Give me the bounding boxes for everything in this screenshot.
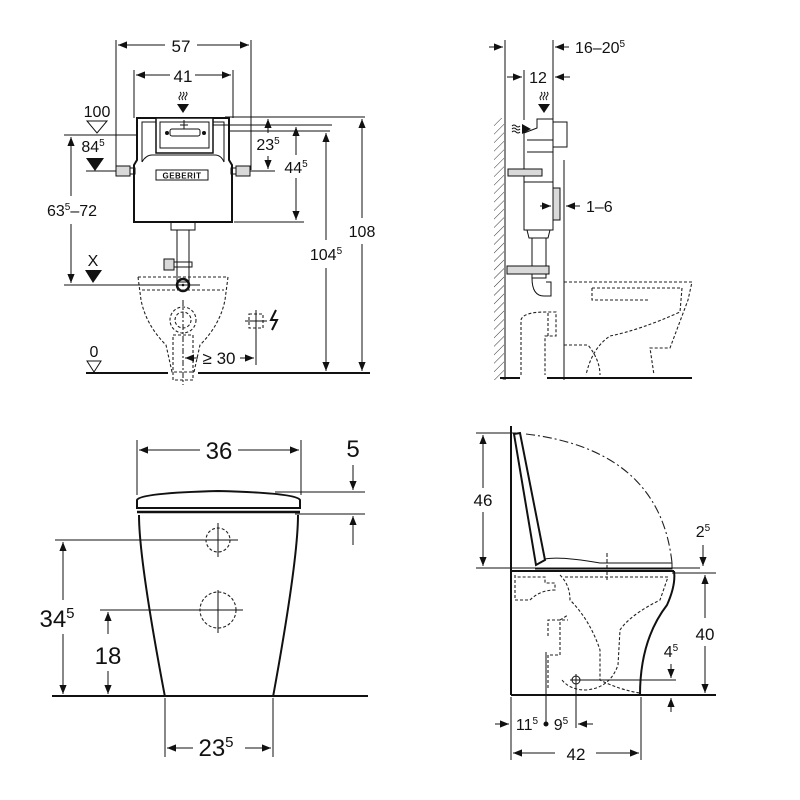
left-connector <box>115 165 136 177</box>
water-supply-icon <box>177 91 189 113</box>
dim-34-label: 345 <box>39 605 74 633</box>
level-100-label: 100 <box>84 104 111 121</box>
dim-2-label: 25 <box>696 523 711 541</box>
right-connector <box>230 165 251 177</box>
svg-text:GEBERIT: GEBERIT <box>162 172 201 181</box>
dim-16-20-label: 16–205 <box>575 39 626 57</box>
dim-44-label: 445 <box>284 159 308 177</box>
dim-1-6-label: 1–6 <box>586 199 613 216</box>
side-supply-icon <box>511 124 531 134</box>
dim-23-label: 235 <box>256 136 280 154</box>
dim-46-label: 46 <box>474 491 493 510</box>
dim-4-label: 45 <box>664 643 679 661</box>
wc-lid <box>136 489 301 509</box>
cistern-side-view: 16–205 12 1–6 <box>489 39 693 380</box>
dim-12-label: 12 <box>529 70 547 87</box>
dim-63-72-label: 635–72 <box>47 202 97 220</box>
geberit-brand-plate: GEBERIT <box>155 169 209 181</box>
dim-42-label: 42 <box>567 745 586 764</box>
flush-plate-logo <box>165 120 206 137</box>
dim-108-label: 108 <box>349 224 376 241</box>
dim-11-label: 115 <box>516 716 539 734</box>
dim-57-label: 57 <box>172 37 191 56</box>
level-x-label: X <box>88 253 99 270</box>
level-0-label: 0 <box>90 344 99 361</box>
dim-ge30-label: ≥ 30 <box>203 349 236 368</box>
dim-9-label: 95 <box>554 716 569 734</box>
water-supply-icon-side <box>538 91 550 113</box>
wc-front-view: 36 5 345 18 <box>39 436 368 762</box>
electrical-connection-icon <box>269 309 279 331</box>
dim-40-label: 40 <box>696 625 715 644</box>
cistern-front-view: 57 41 GEBERIT <box>47 37 375 385</box>
dim-18-label: 18 <box>95 643 122 670</box>
dim-23-wc-label: 235 <box>198 734 233 762</box>
dim-5-label: 5 <box>346 436 359 463</box>
dim-41-label: 41 <box>174 67 193 86</box>
wc-side-view: 46 25 45 40 <box>474 426 716 764</box>
dim-36-label: 36 <box>206 438 233 465</box>
dim-104-label: 1045 <box>310 246 343 264</box>
level-84-label: 845 <box>81 138 105 156</box>
electrical-outlet-icon <box>245 310 267 332</box>
cistern-frame <box>133 117 233 223</box>
